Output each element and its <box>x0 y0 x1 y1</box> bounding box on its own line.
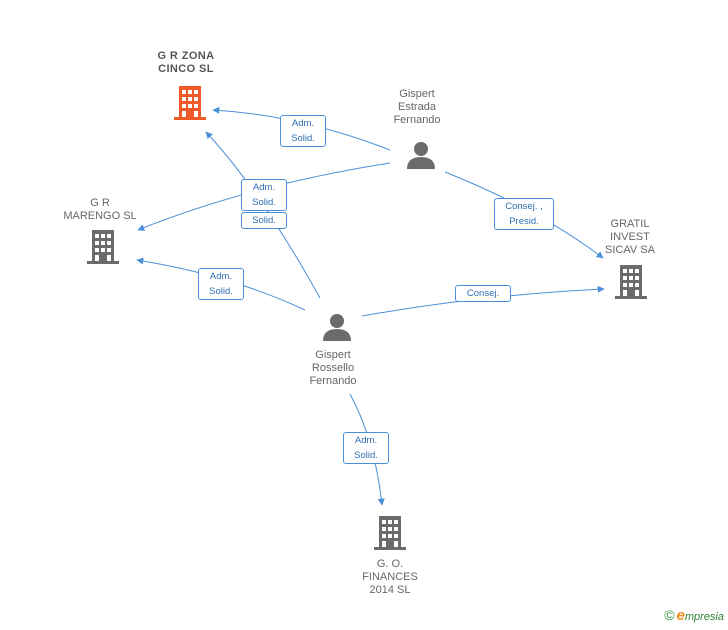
edge-label-adm-solid: Adm. Solid. <box>198 268 244 300</box>
edge-label-adm-solid: Adm. Solid. <box>241 179 287 211</box>
person-icon[interactable] <box>322 313 352 341</box>
edge-label-adm-solid: Adm. Solid. <box>280 115 326 147</box>
empresia-brand[interactable]: ©empresia <box>664 607 724 624</box>
building-icon[interactable] <box>174 86 206 120</box>
building-icon[interactable] <box>87 230 119 264</box>
brand-logo-letter: e <box>676 607 685 624</box>
copyright-icon: © <box>664 607 675 623</box>
node-label-gr-marengo[interactable]: G R MARENGO SL <box>63 197 137 222</box>
edge-label-solid: Solid. <box>241 212 287 229</box>
node-label-gispert-estrada[interactable]: Gispert Estrada Fernando <box>393 88 441 126</box>
building-icon[interactable] <box>374 516 406 550</box>
edge-label-consej: Consej. <box>455 285 511 302</box>
edge-label-adm-solid: Adm. Solid. <box>343 432 389 464</box>
brand-name: mpresia <box>684 611 724 623</box>
edge-label-consej-presid: Consej. , Presid. <box>494 198 554 230</box>
node-label-gispert-rossello[interactable]: Gispert Rossello Fernando <box>309 349 357 387</box>
node-label-gr-zona[interactable]: G R ZONA CINCO SL <box>157 50 215 75</box>
building-icon[interactable] <box>615 265 647 299</box>
node-label-go-finances[interactable]: G. O. FINANCES 2014 SL <box>362 558 418 596</box>
person-icon[interactable] <box>406 141 436 169</box>
node-label-gratil[interactable]: GRATIL INVEST SICAV SA <box>605 218 655 256</box>
